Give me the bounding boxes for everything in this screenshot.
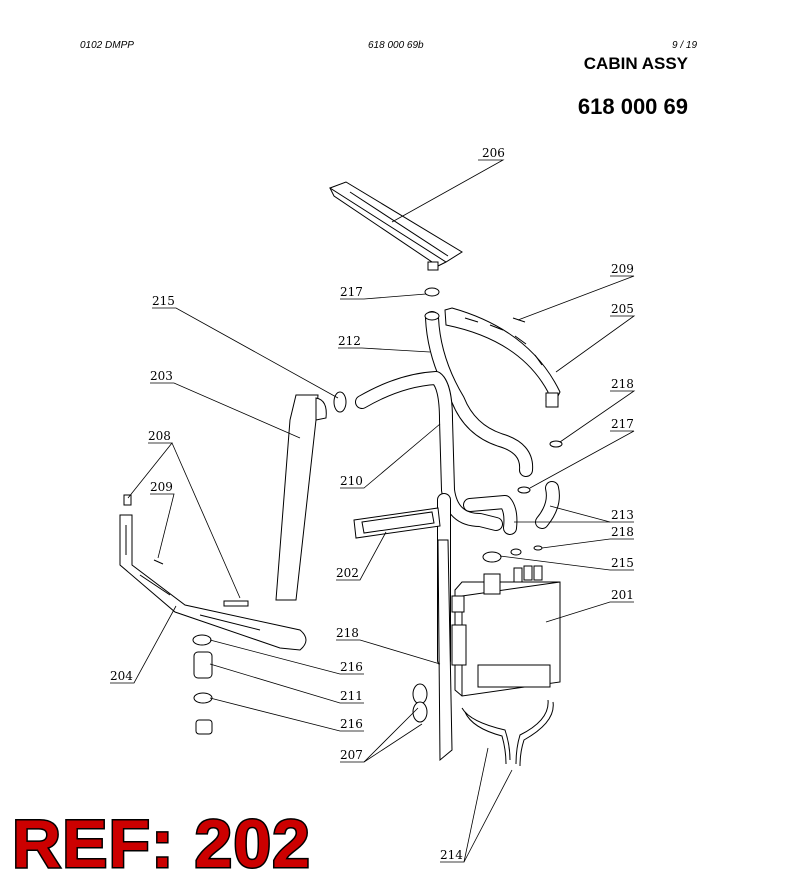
part-214-cables bbox=[461, 699, 554, 767]
part-206-duct-cover bbox=[328, 181, 463, 271]
part-218-long-bracket bbox=[437, 539, 453, 762]
part-213-elbows bbox=[463, 481, 560, 535]
callout-201: 201 bbox=[611, 588, 634, 602]
part-204-bracket bbox=[119, 514, 307, 651]
callout-209-left: 209 bbox=[150, 480, 173, 494]
part-217-clamp-lower bbox=[517, 486, 531, 494]
part-201-heater-unit bbox=[451, 565, 561, 697]
callout-205: 205 bbox=[611, 302, 634, 316]
callout-202: 202 bbox=[336, 566, 359, 580]
callout-218-mid: 218 bbox=[611, 525, 634, 539]
callout-212: 212 bbox=[338, 334, 361, 348]
part-202-filter bbox=[353, 507, 441, 539]
part-211-sleeve bbox=[193, 651, 213, 679]
callout-216-lower: 216 bbox=[340, 717, 363, 731]
part-205-curved-bracket bbox=[444, 307, 561, 408]
part-203-pipe bbox=[275, 394, 327, 601]
callout-217: 217 bbox=[340, 285, 363, 299]
callout-218-lower: 218 bbox=[336, 626, 359, 640]
part-218-clamp-small bbox=[510, 548, 522, 556]
callout-209: 209 bbox=[611, 262, 634, 276]
callout-214: 214 bbox=[440, 848, 463, 862]
callout-215: 215 bbox=[152, 294, 175, 308]
callout-215-lower: 215 bbox=[611, 556, 634, 570]
part-218-clamp-tiny bbox=[533, 545, 543, 551]
leader-lines bbox=[110, 159, 636, 863]
part-215-clamp-lower bbox=[482, 551, 502, 563]
part-207-vents bbox=[412, 683, 428, 723]
callout-218: 218 bbox=[611, 377, 634, 391]
part-218-clamp bbox=[549, 440, 563, 448]
part-215-clamp bbox=[333, 391, 347, 413]
callout-203: 203 bbox=[150, 369, 173, 383]
callout-217-lower: 217 bbox=[611, 417, 634, 431]
header-page-number: 9 / 19 bbox=[672, 40, 698, 51]
part-211-cap bbox=[195, 719, 213, 735]
part-217-clamp bbox=[424, 287, 440, 297]
callout-204: 204 bbox=[110, 669, 133, 683]
header-drawing-number: 618 000 69b bbox=[368, 40, 424, 51]
callout-213: 213 bbox=[611, 508, 634, 522]
part-208-plug bbox=[123, 494, 132, 506]
callout-210: 210 bbox=[340, 474, 363, 488]
page-title: CABIN ASSY bbox=[583, 54, 688, 73]
callout-216: 216 bbox=[340, 660, 363, 674]
part-212-hose bbox=[424, 311, 534, 477]
part-209-pin-left bbox=[153, 559, 164, 565]
callout-208: 208 bbox=[148, 429, 171, 443]
part-216-clamp-lower bbox=[193, 692, 213, 704]
callout-206: 206 bbox=[482, 146, 505, 160]
callout-207: 207 bbox=[340, 748, 363, 762]
assembly-part-number: 618 000 69 bbox=[577, 94, 688, 119]
callout-211: 211 bbox=[340, 689, 363, 703]
ref-label: REF: 202 bbox=[11, 806, 312, 882]
header-doc-code: 0102 DMPP bbox=[80, 40, 134, 51]
part-216-clamp bbox=[192, 634, 212, 646]
